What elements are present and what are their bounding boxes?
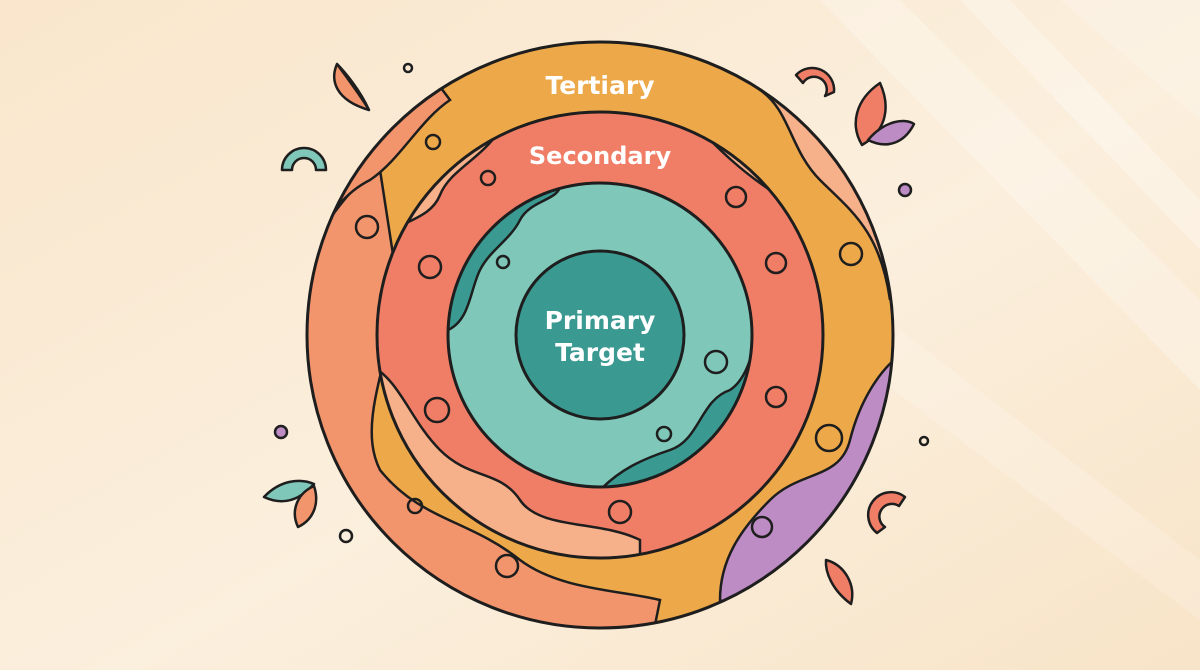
leaf-icon: [824, 558, 854, 606]
primary-bubbles: [495, 254, 729, 443]
secondary-bubbles: [417, 169, 788, 525]
tertiary-bubbles: [354, 133, 864, 579]
dot: [402, 62, 414, 74]
primary-core: [514, 249, 686, 421]
label-secondary: Secondary: [529, 142, 672, 170]
leaf-icon: [262, 479, 316, 503]
decorations: [262, 62, 930, 606]
leaf-icon: [293, 484, 318, 529]
label-tertiary: Tertiary: [545, 71, 654, 100]
dot: [897, 182, 913, 198]
arc-icon: [280, 146, 328, 172]
leaf-icon: [866, 119, 916, 146]
label-primary-line2: Target: [555, 338, 645, 367]
arc-icon: [867, 490, 907, 535]
dot: [338, 528, 354, 544]
arc-icon: [794, 66, 836, 98]
dot: [273, 424, 289, 440]
dot: [918, 435, 930, 447]
light-rays: [820, 0, 1200, 620]
label-primary-line1: Primary: [545, 306, 656, 335]
